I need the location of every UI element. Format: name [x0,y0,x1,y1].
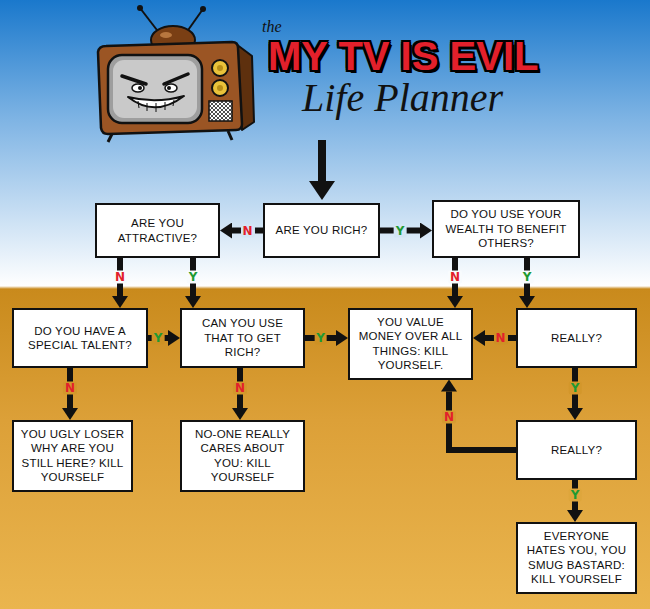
tv-controls [209,101,232,121]
process-box: DO YOU USE YOUR WEALTH TO BENEFIT OTHERS… [432,200,580,258]
edge-label: Y [152,332,165,345]
tv-antenna [160,32,172,38]
process-box: YOU VALUE MONEY OVER ALL THINGS: KILL YO… [348,308,473,380]
tv-screen [108,55,202,123]
edge-label: N [442,410,456,423]
edge-label: Y [394,224,407,237]
process-box: CAN YOU USE THAT TO GET RICH? [180,308,305,368]
tv-controls [209,60,232,121]
tv-body [108,134,112,142]
box-text: DO YOU HAVE A SPECIAL TALENT? [20,324,140,353]
box-text: ARE YOU ATTRACTIVE? [103,216,212,245]
tv-screen [138,100,174,112]
edge-label: Y [569,489,582,502]
edge-label: Y [187,271,200,284]
tv-body [98,42,254,142]
box-text: REALLY? [524,331,629,345]
tv-body [98,42,242,134]
tv-screen [165,84,177,92]
box-text: YOU UGLY LOSER WHY ARE YOU STILL HERE? K… [20,427,125,485]
tv-screen [138,86,142,90]
process-box: REALLY? [516,308,637,368]
tv-controls [212,80,228,96]
start-arrow [309,140,335,200]
edge-label: Y [521,271,534,284]
process-box: ARE YOU ATTRACTIVE? [95,203,220,258]
edge-label: Y [569,382,582,395]
edge-label: N [233,382,247,395]
tv-screen [164,74,188,84]
title-label: Life Planner [302,74,503,121]
tv-controls [217,85,223,91]
tv-screen [108,55,202,123]
tv-body [228,131,232,140]
box-text: DO YOU USE YOUR WEALTH TO BENEFIT OTHERS… [440,207,572,250]
process-box: EVERYONE HATES YOU, YOU SMUG BASTARD: KI… [516,522,637,594]
box-text: NO-ONE REALLY CARES ABOUT YOU: KILL YOUR… [188,427,297,485]
tv-screen [122,76,146,84]
tv-screen [132,84,144,92]
edge-label: N [448,271,462,284]
process-box: YOU UGLY LOSER WHY ARE YOU STILL HERE? K… [12,420,133,492]
start-arrow [309,181,335,200]
edge-label: N [240,224,254,237]
tv-controls [212,60,228,76]
edge-label: N [63,382,77,395]
edge-label: Y [314,332,327,345]
process-box: NO-ONE REALLY CARES ABOUT YOU: KILL YOUR… [180,420,305,492]
tv-controls [217,65,223,71]
box-text: REALLY? [524,443,629,457]
tv-antenna [200,6,206,12]
process-box: DO YOU HAVE A SPECIAL TALENT? [12,308,148,368]
edge-label: N [113,271,127,284]
flow-arrow [449,392,516,451]
box-text: YOU VALUE MONEY OVER ALL THINGS: KILL YO… [356,315,465,373]
box-text: CAN YOU USE THAT TO GET RICH? [188,316,297,359]
box-text: EVERYONE HATES YOU, YOU SMUG BASTARD: KI… [524,529,629,587]
tv-antenna [137,5,143,11]
tv-controls [209,101,232,121]
process-box: REALLY? [516,420,637,480]
box-text: ARE YOU RICH? [271,223,372,237]
title: MY TV IS EVIL [268,34,538,78]
tv-screen [167,86,171,90]
process-box: ARE YOU RICH? [263,203,380,258]
edge-label: N [493,332,507,345]
tv-screen [113,60,197,118]
start-arrow [318,140,326,182]
title-label: the [262,18,282,36]
